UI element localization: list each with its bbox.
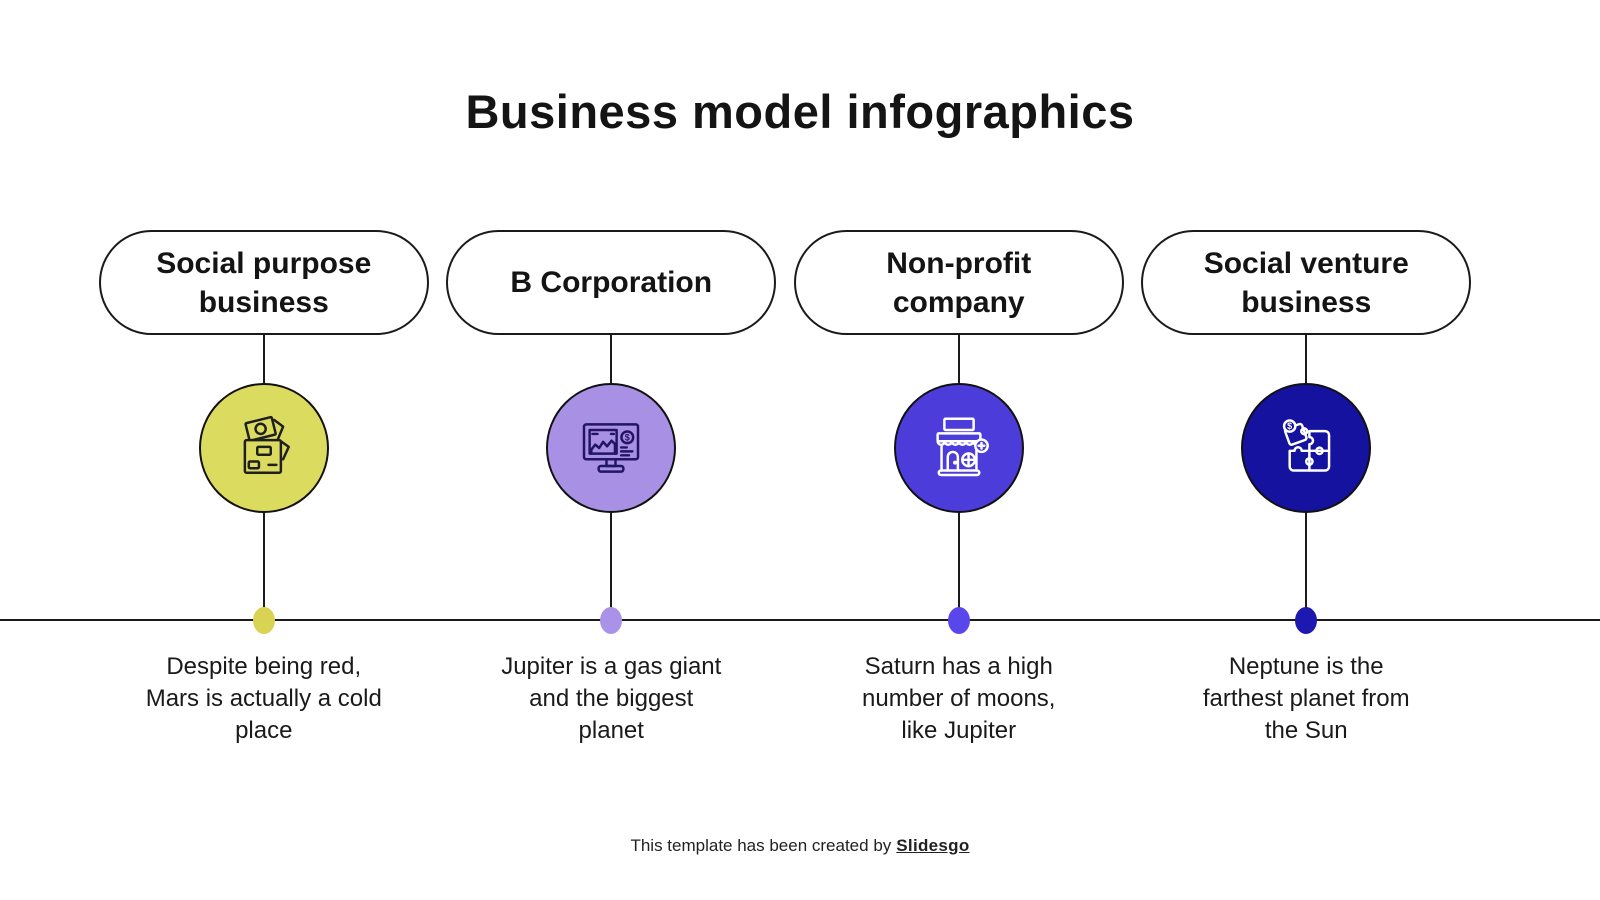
icon-circle: $ <box>546 383 677 513</box>
connector-line <box>957 335 960 383</box>
column-description: Jupiter is a gas giant and the biggest p… <box>501 652 722 744</box>
connector-line <box>1305 513 1308 620</box>
category-pill: Social purpose business <box>98 230 429 335</box>
connector-line <box>262 513 265 620</box>
column-description: Despite being red, Mars is actually a co… <box>145 652 382 744</box>
connector-line <box>262 335 265 383</box>
infographic-column-non-profit: Non-profit company <box>785 230 1133 747</box>
connector-line <box>610 513 613 620</box>
icon-circle <box>198 383 329 513</box>
icon-circle: $ <box>1241 383 1372 513</box>
category-pill: B Corporation <box>446 230 777 335</box>
svg-text:$: $ <box>1287 421 1292 431</box>
donation-box-icon <box>243 415 290 474</box>
slidesgo-link[interactable]: Slidesgo <box>896 836 970 855</box>
column-description: Saturn has a high number of moons, like … <box>862 652 1056 744</box>
footer-text: This template has been created by <box>630 836 892 855</box>
infographic-column-b-corporation: B Corporation $ <box>438 230 786 747</box>
category-pill: Social venture business <box>1141 230 1472 335</box>
column-description: Neptune is the farthest planet from the … <box>1202 652 1410 744</box>
timeline-dot <box>600 606 623 634</box>
timeline-line <box>0 619 1600 621</box>
connector-line <box>610 335 613 383</box>
infographic-column-social-purpose: Social purpose business Des <box>90 230 438 747</box>
analytics-monitor-icon: $ <box>583 423 640 473</box>
connector-line <box>1305 335 1308 383</box>
storefront-icon <box>936 417 989 477</box>
infographic-columns: Social purpose business Des <box>90 230 1480 747</box>
timeline-dot <box>947 606 970 634</box>
infographic-column-social-venture: Social venture business $ <box>1133 230 1481 747</box>
puzzle-money-icon: $ <box>1283 419 1331 472</box>
category-pill: Non-profit company <box>793 230 1124 335</box>
timeline-dot <box>252 606 275 634</box>
svg-text:$: $ <box>625 433 630 443</box>
connector-line <box>957 513 960 620</box>
page-title: Business model infographics <box>465 85 1135 138</box>
timeline-dot <box>1295 606 1318 634</box>
icon-circle <box>893 383 1024 513</box>
